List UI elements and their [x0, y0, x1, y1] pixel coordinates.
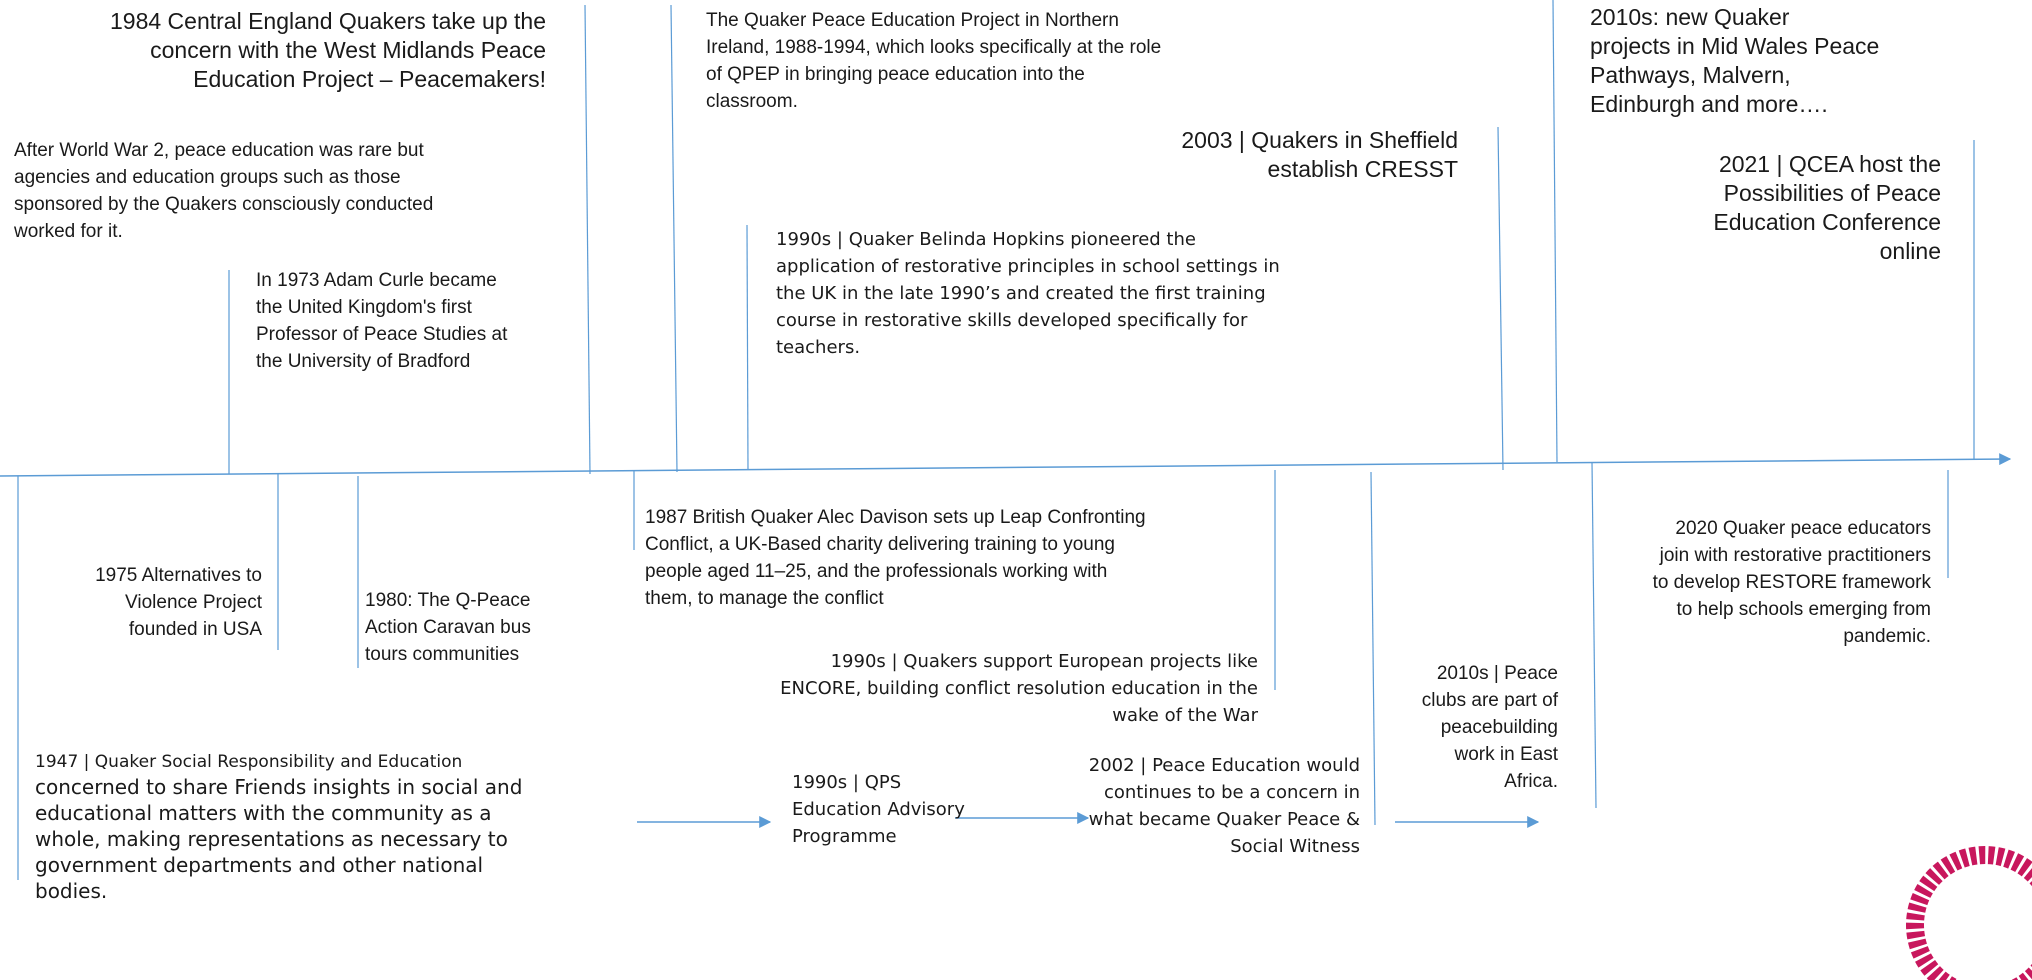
- event-1973: In 1973 Adam Curle became the United Kin…: [256, 270, 508, 372]
- tick-2010-africa: [1370, 471, 1376, 826]
- tick-1990-hopkins: [746, 224, 749, 471]
- event-1984: 1984 Central England Quakers take up the…: [109, 8, 546, 92]
- event-1947: 1947 | Quaker Social Responsibility and …: [35, 750, 635, 904]
- brand-logo-icon: [1906, 846, 2032, 980]
- event-2010s-africa: 2010s | Peace clubs are part of peacebui…: [1421, 663, 1558, 792]
- event-1987: 1987 British Quaker Alec Davison sets up…: [645, 507, 1146, 609]
- event-qpep: The Quaker Peace Education Project in No…: [706, 10, 1162, 112]
- timeline-axis: [0, 453, 2012, 477]
- timeline-graphic: [0, 0, 2012, 880]
- event-1947-heading: 1947 | Quaker Social Responsibility and …: [35, 752, 463, 772]
- event-2010s-wales: 2010s: new Quaker projects in Mid Wales …: [1590, 4, 1880, 117]
- tick-qpep: [670, 4, 678, 473]
- tick-1984: [584, 4, 591, 475]
- event-1947-body: concerned to share Friends insights in s…: [35, 775, 523, 903]
- event-1990s-hopkins: 1990s | Quaker Belinda Hopkins pioneered…: [776, 229, 1280, 358]
- tick-2010-wales: [1552, 0, 1558, 463]
- event-2020: 2020 Quaker peace educators join with re…: [1652, 518, 1931, 647]
- event-1990s-qps: 1990s | QPS Education Advisory Programme: [792, 772, 965, 847]
- tick-2020: [1591, 461, 1597, 809]
- event-2003: 2003 | Quakers in Sheffield establish CR…: [1181, 127, 1458, 182]
- event-2002: 2002 | Peace Education would continues t…: [1088, 755, 1360, 857]
- tick-2003: [1497, 126, 1504, 471]
- event-1980: 1980: The Q-Peace Action Caravan bus tou…: [365, 590, 531, 665]
- event-1990s-encore: 1990s | Quakers support European project…: [780, 651, 1258, 726]
- event-ww2: After World War 2, peace education was r…: [14, 140, 434, 242]
- event-1975: 1975 Alternatives to Violence Project fo…: [95, 565, 262, 640]
- event-2021: 2021 | QCEA host the Possibilities of Pe…: [1713, 151, 1941, 264]
